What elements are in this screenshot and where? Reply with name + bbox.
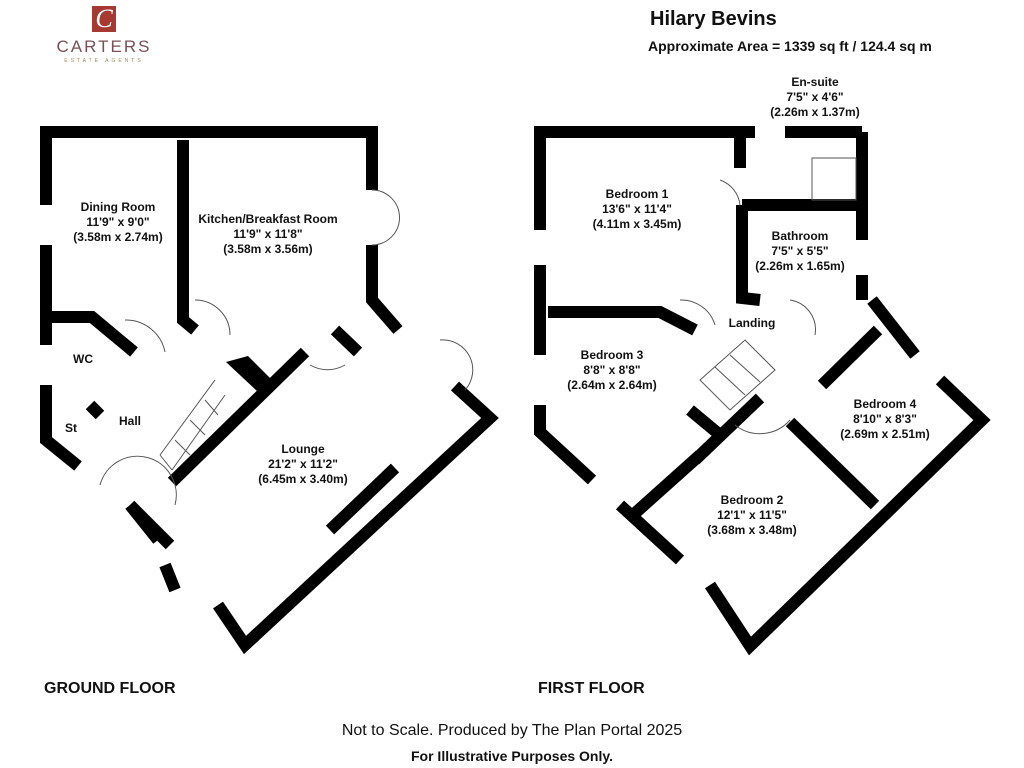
room-metric: (6.45m x 3.40m) — [258, 472, 348, 486]
room-name: En-suite — [791, 75, 839, 89]
room-metric: (2.69m x 2.51m) — [840, 427, 930, 441]
ground-floor-label: GROUND FLOOR — [44, 680, 176, 697]
first-floor-interior-walls — [548, 135, 883, 520]
room-hall: Hall — [118, 414, 142, 428]
room-landing: Landing — [728, 316, 776, 330]
room-imperial: 13'6" x 11'4" — [602, 202, 672, 216]
room-imperial: 8'8" x 8'8" — [583, 363, 641, 377]
room-name: Bedroom 2 — [720, 493, 784, 507]
room-metric: (3.68m x 3.48m) — [707, 523, 797, 537]
first-floor-walls — [534, 126, 991, 656]
room-bathroom: Bathroom 7'5" x 5'5" (2.26m x 1.65m) — [755, 229, 844, 274]
room-bedroom-1: Bedroom 1 13'6" x 11'4" (4.11m x 3.45m) — [593, 187, 682, 232]
room-name: Dining Room — [80, 200, 156, 214]
room-dining-room: Dining Room 11'9" x 9'0" (3.58m x 2.74m) — [73, 200, 162, 245]
room-bedroom-4: Bedroom 4 8'10" x 8'3" (2.69m x 2.51m) — [840, 397, 929, 442]
room-imperial: 21'2" x 11'2" — [268, 457, 338, 471]
room-en-suite: En-suite 7'5" x 4'6" (2.26m x 1.37m) — [770, 75, 859, 120]
logo-name: CARTERS — [56, 37, 152, 56]
room-metric: (2.26m x 1.65m) — [755, 259, 845, 273]
first-stairs — [699, 339, 776, 411]
room-name: Bedroom 1 — [605, 187, 669, 201]
room-metric: (4.11m x 3.45m) — [592, 217, 682, 231]
room-imperial: 12'1" x 11'5" — [717, 508, 787, 522]
room-metric: (3.58m x 3.56m) — [223, 242, 313, 256]
logo-mark: C — [92, 6, 116, 32]
room-name: Bedroom 4 — [853, 397, 917, 411]
room-bedroom-3: Bedroom 3 8'8" x 8'8" (2.64m x 2.64m) — [567, 348, 656, 393]
room-metric: (2.26m x 1.37m) — [770, 105, 860, 119]
room-imperial: 8'10" x 8'3" — [853, 412, 917, 426]
room-wc: WC — [73, 352, 93, 366]
logo-tagline: ESTATE AGENTS — [64, 58, 144, 64]
room-store: St — [65, 421, 77, 435]
room-imperial: 7'5" x 4'6" — [786, 90, 844, 104]
property-title: Hilary Bevins — [650, 8, 777, 30]
room-name: Kitchen/Breakfast Room — [198, 212, 338, 226]
room-kitchen: Kitchen/Breakfast Room 11'9" x 11'8" (3.… — [198, 212, 337, 257]
room-metric: (3.58m x 2.74m) — [73, 230, 163, 244]
room-bedroom-2: Bedroom 2 12'1" x 11'5" (3.68m x 3.48m) — [707, 493, 796, 538]
room-metric: (2.64m x 2.64m) — [567, 378, 657, 392]
chimney-breast — [226, 356, 272, 392]
room-lounge: Lounge 21'2" x 11'2" (6.45m x 3.40m) — [258, 442, 347, 487]
room-imperial: 11'9" x 9'0" — [86, 215, 150, 229]
shower-tray — [811, 157, 857, 201]
ground-floor-interior-walls — [46, 140, 400, 550]
room-imperial: 11'9" x 11'8" — [233, 227, 303, 241]
room-name: Bedroom 3 — [580, 348, 644, 362]
footer-illustrative: For Illustrative Purposes Only. — [410, 748, 613, 764]
ground-stairs — [159, 379, 226, 471]
room-name: Lounge — [281, 442, 325, 456]
room-name: Bathroom — [771, 229, 829, 243]
approximate-area: Approximate Area = 1339 sq ft / 124.4 sq… — [648, 38, 932, 54]
first-floor-label: FIRST FLOOR — [538, 680, 645, 697]
door-swings — [99, 179, 816, 506]
footer-disclaimer: Not to Scale. Produced by The Plan Porta… — [341, 722, 683, 739]
room-imperial: 7'5" x 5'5" — [771, 244, 829, 258]
